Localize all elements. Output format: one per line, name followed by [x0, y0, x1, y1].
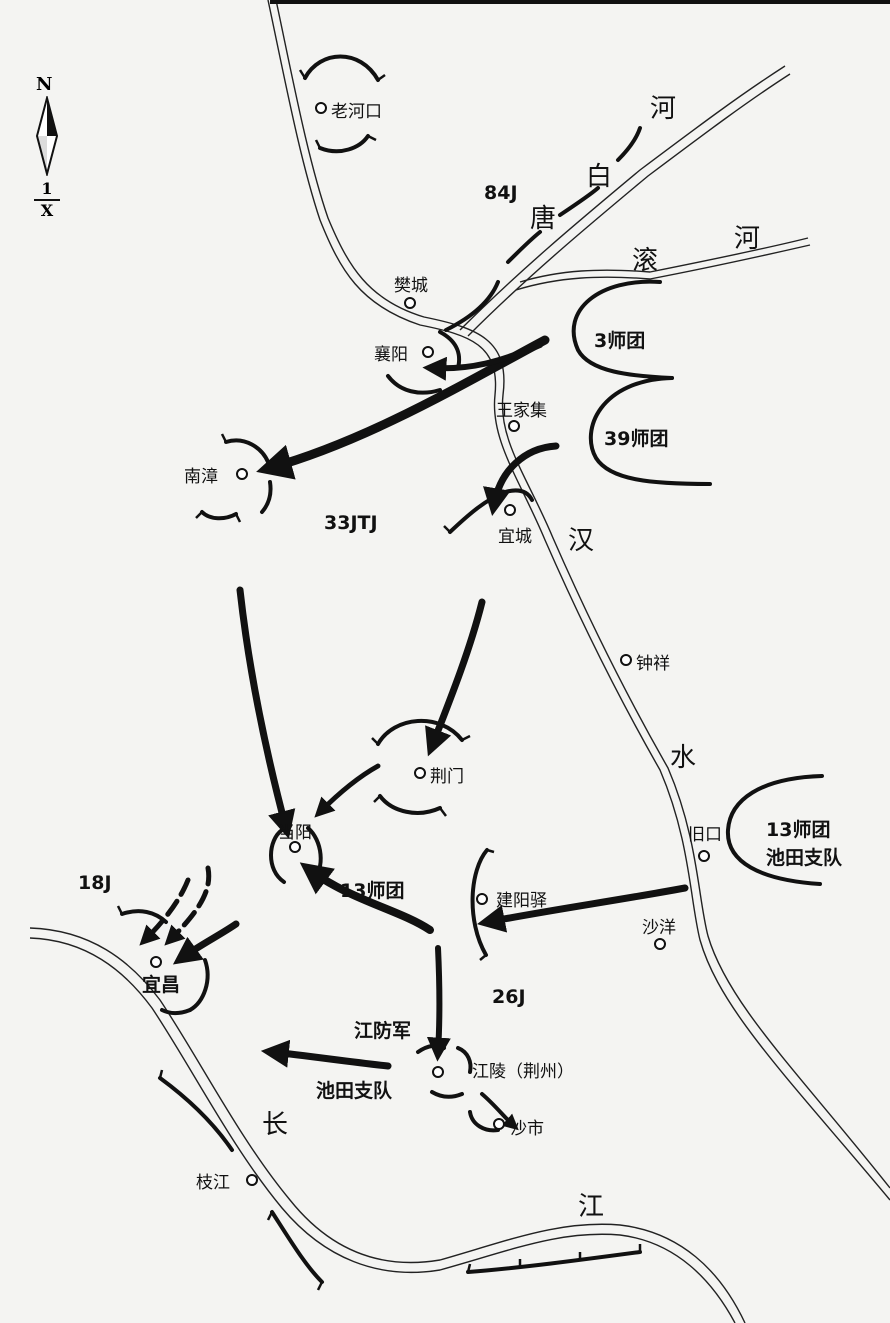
- river-label-tangbai-1: 河: [650, 94, 677, 124]
- dashed-arrows: [139, 865, 212, 946]
- city-shayang: 沙洋: [642, 918, 676, 938]
- river-label-han-1: 汉: [568, 526, 595, 556]
- river-label-tangbai-2: 白: [586, 162, 613, 192]
- scale-divider: [34, 199, 60, 201]
- river-label-gun-1: 滚: [632, 246, 659, 276]
- unit-ikeda-detachment: 池田支队: [316, 1080, 393, 1102]
- unit-33jtj: 33JTJ: [324, 512, 378, 534]
- river-label-tangbai-3: 唐: [530, 204, 557, 234]
- city-wangjiaji: 王家集: [496, 401, 547, 421]
- city-jiangling: 江陵（荆州）: [472, 1062, 574, 1082]
- map-border: [270, 0, 890, 4]
- map-scale: 1 X: [32, 180, 62, 220]
- city-dangyang: 当阳: [278, 823, 312, 843]
- city-jianyangyi: 建阳驿: [496, 891, 547, 911]
- city-jingmen: 荆门: [430, 767, 464, 787]
- unit-ikeda-detachment-east: 池田支队: [766, 847, 843, 869]
- unit-84j: 84J: [484, 182, 518, 204]
- river-label-chang-1: 长: [262, 1110, 289, 1140]
- city-xiangyang: 襄阳: [374, 345, 408, 365]
- city-zhijiang: 枝江: [196, 1173, 230, 1193]
- unit-39th-division: 39师团: [604, 428, 669, 450]
- city-laohekou: 老河口: [331, 102, 382, 122]
- unit-river-defense-army: 江防军: [354, 1020, 412, 1042]
- river-label-chang-2: 江: [578, 1192, 605, 1222]
- scale-numerator: 1: [41, 179, 53, 198]
- river-label-han-2: 水: [670, 743, 697, 773]
- city-jiukou: 旧口: [688, 825, 722, 845]
- tangbai-river: [459, 65, 791, 337]
- attack-arrows: [172, 335, 689, 1131]
- unit-13th-division: 13师团: [340, 880, 405, 902]
- city-fancheng: 樊城: [394, 276, 428, 296]
- line-ticks: [116, 69, 642, 1291]
- unit-3rd-division: 3师团: [594, 330, 646, 352]
- division-fronts: [571, 279, 824, 886]
- scale-denominator: X: [40, 201, 54, 220]
- city-yichang: 宜昌: [142, 974, 181, 996]
- city-markers: [150, 102, 710, 1186]
- unit-18j: 18J: [78, 872, 112, 894]
- city-shashi: 沙市: [510, 1119, 544, 1139]
- defense-lines: [120, 54, 642, 1284]
- river-label-gun-2: 河: [734, 224, 761, 254]
- yangtze-river: [29, 927, 746, 1323]
- unit-26j: 26J: [492, 986, 526, 1008]
- gun-river: [515, 237, 811, 291]
- compass-north-label: N: [36, 74, 53, 95]
- north-arrow-icon: [35, 96, 59, 176]
- city-nanzhang: 南漳: [184, 467, 218, 487]
- city-yicheng: 宜城: [498, 527, 532, 547]
- han-river: [267, 0, 890, 1201]
- unit-13th-division-east: 13师团: [766, 819, 831, 841]
- city-zhongxiang: 钟祥: [636, 654, 670, 674]
